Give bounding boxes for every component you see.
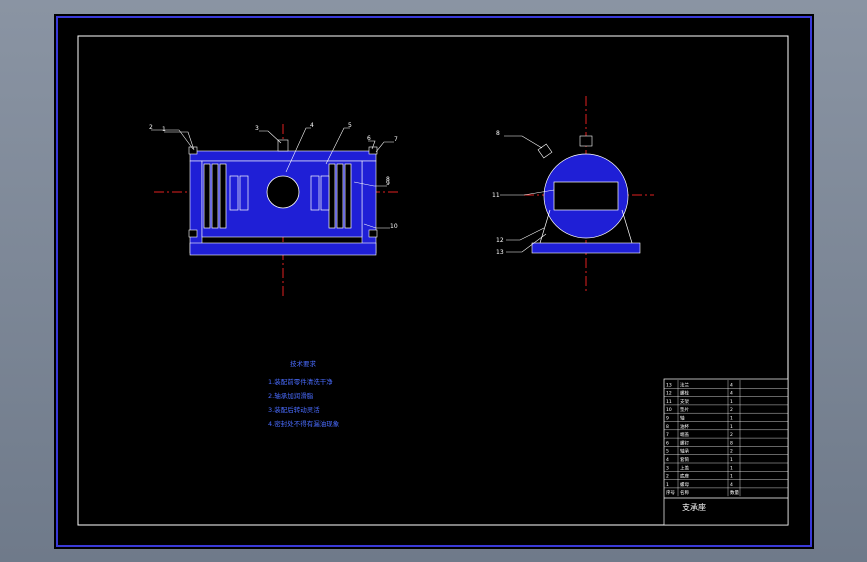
title-block-frame <box>663 378 789 526</box>
right-bearing-stack <box>328 163 352 229</box>
front-leader-lines <box>151 127 394 229</box>
part-qty-cell: 1 <box>730 474 733 480</box>
drawing-title: 支承座 <box>682 502 706 512</box>
part-no-cell: 7 <box>666 432 669 438</box>
notes-line: 2.轴承加润滑脂 <box>268 391 314 400</box>
technical-notes: 技术要求 1.装配前零件清洗干净 2.轴承加润滑脂 3.装配后转动灵活 4.密封… <box>268 359 340 428</box>
header-name-cell: 名称 <box>680 489 689 496</box>
base-plate <box>189 242 377 256</box>
part-no-cell: 3 <box>666 465 669 471</box>
part-label: 9 <box>386 180 390 187</box>
part-name-cell: 螺母 <box>680 481 689 488</box>
part-no-cell: 6 <box>666 440 669 446</box>
inner-border <box>77 35 789 526</box>
part-qty-cell: 1 <box>730 457 733 463</box>
part-no-cell: 5 <box>666 449 669 455</box>
part-name-cell: 油杯 <box>680 423 689 430</box>
part-name-cell: 螺钉 <box>680 439 689 446</box>
part-no-cell: 2 <box>666 474 669 480</box>
outer-border <box>56 16 812 547</box>
header-qty-cell: 数量 <box>730 489 739 496</box>
part-qty-cell: 4 <box>730 382 733 388</box>
part-qty-cell: 8 <box>730 440 733 446</box>
part-name-cell: 螺栓 <box>680 390 689 397</box>
part-label: 1 <box>162 126 166 133</box>
part-qty-cell: 4 <box>730 482 733 488</box>
oil-cup-fitting <box>277 139 289 152</box>
part-label: 11 <box>492 192 500 199</box>
notes-line: 4.密封处不得有漏油现象 <box>268 419 340 428</box>
part-name-cell: 上盖 <box>680 464 689 471</box>
front-view: 2 1 3 4 5 6 7 8 9 10 <box>149 122 399 299</box>
part-label: 4 <box>310 122 314 129</box>
front-part-labels: 2 1 3 4 5 6 7 8 9 10 <box>149 122 398 230</box>
part-qty-cell: 2 <box>730 407 733 413</box>
side-base <box>531 242 641 254</box>
drawing-canvas: 2 1 3 4 5 6 7 8 9 10 <box>56 16 812 547</box>
part-qty-cell: 1 <box>730 416 733 422</box>
left-end-cap <box>189 160 203 254</box>
part-label: 8 <box>386 176 390 183</box>
bolt-heads <box>188 146 378 238</box>
part-no-cell: 12 <box>666 391 672 397</box>
notes-line: 3.装配后转动灵活 <box>268 405 320 414</box>
notes-line: 1.装配前零件清洗干净 <box>268 377 333 386</box>
part-name-cell: 套筒 <box>680 456 689 463</box>
part-name-cell: 法兰 <box>680 381 689 388</box>
part-qty-cell: 2 <box>730 449 733 455</box>
part-no-cell: 9 <box>666 416 669 422</box>
top-plate <box>189 150 377 162</box>
part-name-cell: 端盖 <box>680 431 689 438</box>
part-name-cell: 垫片 <box>680 406 689 413</box>
drawing-sheet: 2 1 3 4 5 6 7 8 9 10 <box>54 14 814 549</box>
part-label: 3 <box>255 125 259 132</box>
part-no-cell: 4 <box>666 457 669 463</box>
notes-title: 技术要求 <box>290 359 317 368</box>
part-label: 5 <box>348 122 352 129</box>
part-no-cell: 8 <box>666 424 669 430</box>
top-fitting <box>579 135 593 147</box>
right-end-cap <box>361 160 377 254</box>
part-qty-cell: 4 <box>730 391 733 397</box>
header-no-cell: 序号 <box>666 489 675 496</box>
part-no-cell: 10 <box>666 407 672 413</box>
inner-rings <box>229 175 330 211</box>
side-leader-lines <box>500 135 555 253</box>
side-view: 8 11 12 13 <box>492 96 654 294</box>
side-cutout <box>553 181 619 211</box>
left-bearing-stack <box>203 163 227 229</box>
part-qty-cell: 1 <box>730 424 733 430</box>
part-label: 12 <box>496 237 504 244</box>
part-qty-cell: 1 <box>730 465 733 471</box>
part-qty-cell: 2 <box>730 432 733 438</box>
part-name-cell: 支架 <box>680 398 689 405</box>
part-no-cell: 13 <box>666 382 672 388</box>
central-bore <box>266 175 300 209</box>
angled-fitting <box>537 143 553 159</box>
part-qty-cell: 1 <box>730 399 733 405</box>
part-no-cell: 1 <box>666 482 669 488</box>
part-name-cell: 底座 <box>680 473 689 480</box>
part-label: 2 <box>149 124 153 131</box>
part-name-cell: 轴承 <box>680 448 689 455</box>
part-label: 10 <box>390 223 398 230</box>
part-label: 8 <box>496 130 500 137</box>
part-no-cell: 11 <box>666 399 672 405</box>
part-label: 6 <box>367 135 371 142</box>
part-label: 7 <box>394 136 398 143</box>
part-label: 13 <box>496 249 504 256</box>
part-name-cell: 轴 <box>680 415 685 422</box>
side-part-labels: 8 11 12 13 <box>492 130 504 256</box>
